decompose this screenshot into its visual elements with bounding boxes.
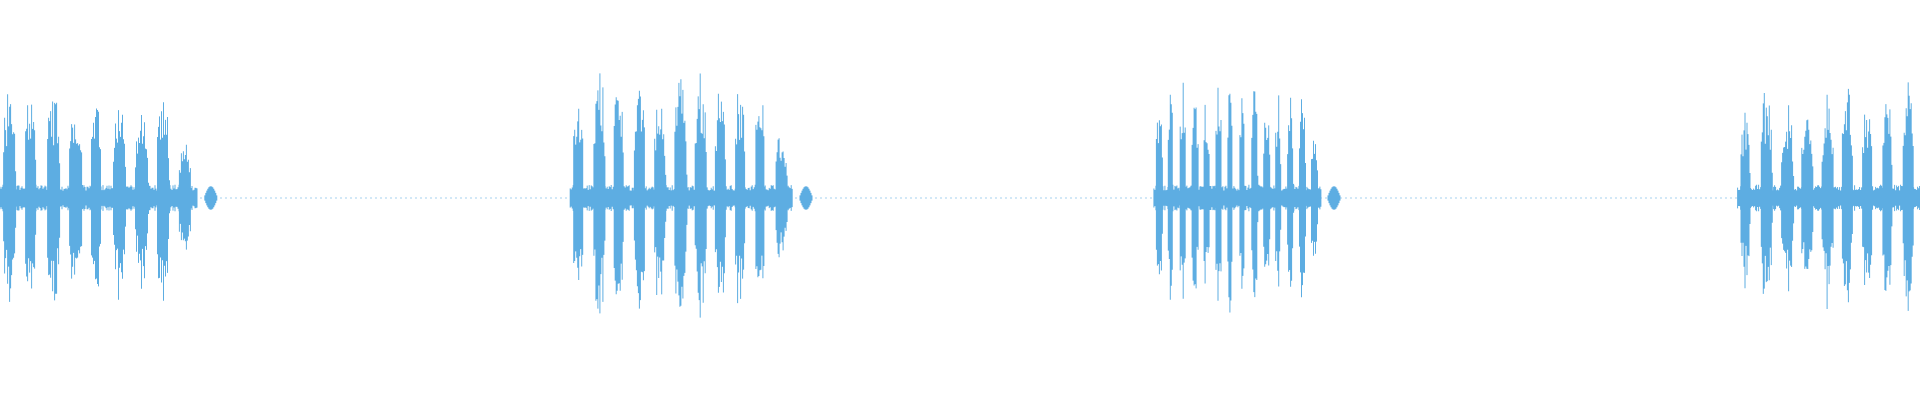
speech-segment xyxy=(569,73,813,318)
speech-segment xyxy=(0,94,218,302)
waveform-segments xyxy=(0,73,1920,318)
segment-envelope xyxy=(0,94,218,302)
speech-segment xyxy=(1737,82,1920,311)
segment-envelope xyxy=(1737,82,1920,311)
segment-envelope xyxy=(1153,82,1341,313)
segment-envelope xyxy=(569,73,813,318)
speech-segment xyxy=(1153,82,1341,313)
